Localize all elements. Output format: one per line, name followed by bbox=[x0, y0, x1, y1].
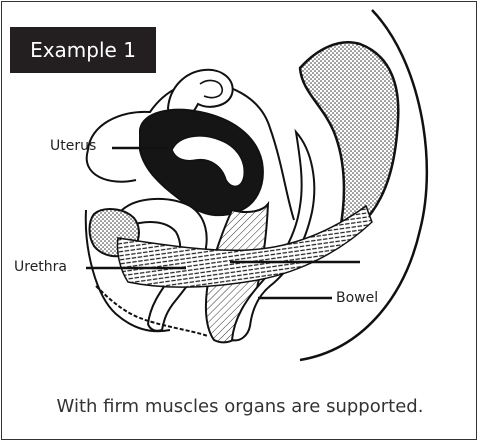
bowel-label: Bowel bbox=[336, 290, 378, 306]
sacrum-shape bbox=[300, 42, 398, 231]
uterus-label: Uterus bbox=[50, 138, 96, 154]
urethra-label: Urethra bbox=[14, 259, 67, 275]
bladder-top-outline bbox=[87, 150, 136, 182]
caption-text: With firm muscles organs are supported. bbox=[0, 396, 480, 417]
